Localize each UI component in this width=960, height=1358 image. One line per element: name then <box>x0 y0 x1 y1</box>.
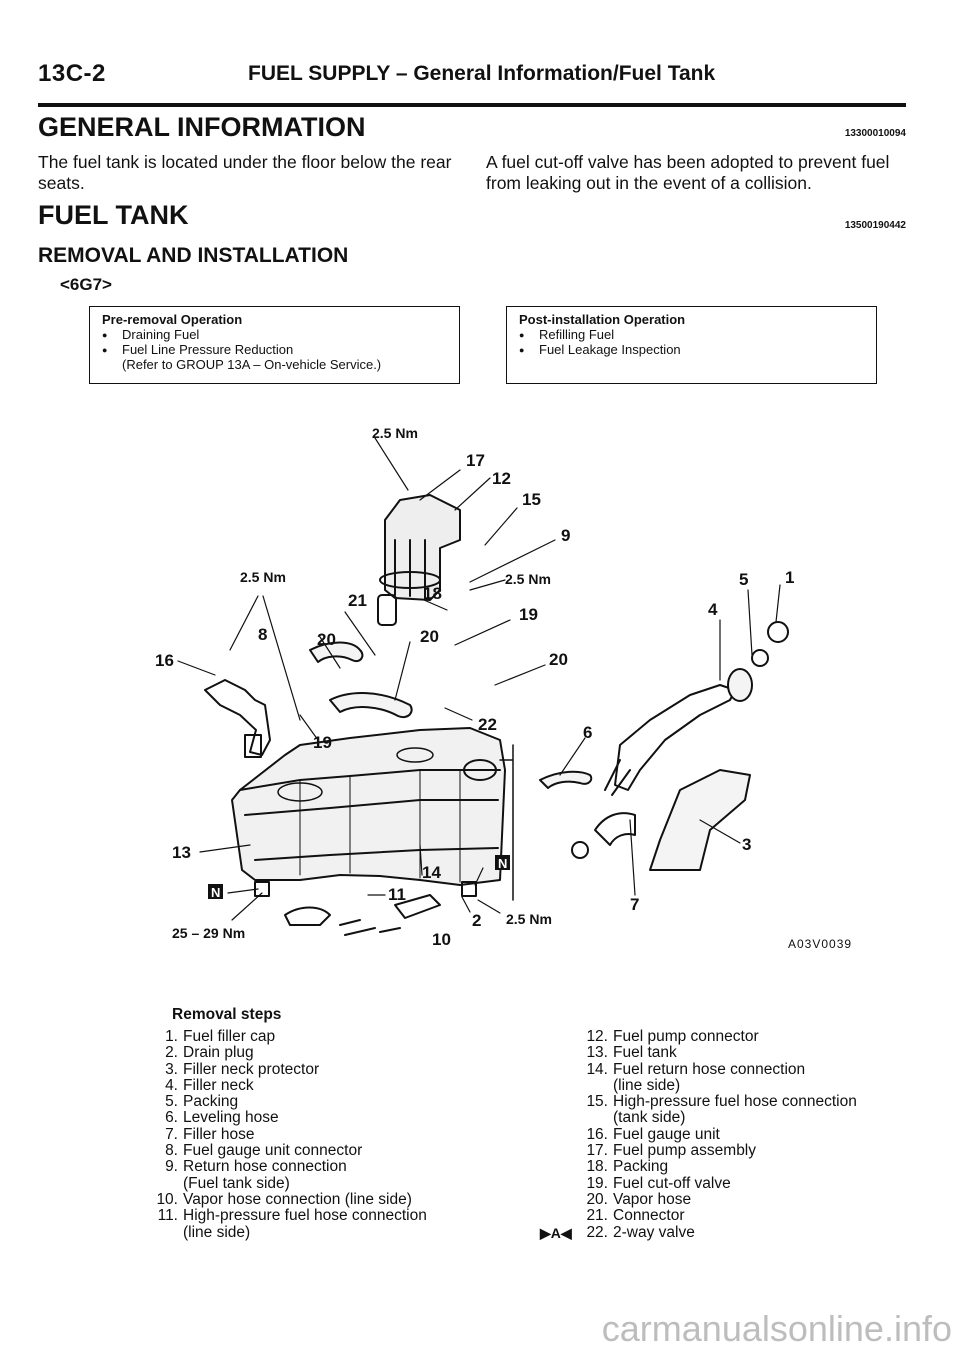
callout-2: 2 <box>472 911 481 930</box>
list-item-sub: (line side) <box>183 1223 251 1241</box>
removal-steps-left: 1.Fuel filler cap 2.Drain plug 3.Filler … <box>150 1028 490 1241</box>
callout-8: 8 <box>258 625 267 644</box>
callout-9: 9 <box>561 526 570 545</box>
general-right-text: A fuel cut-off valve has been adopted to… <box>486 152 890 193</box>
callout-6: 6 <box>583 723 592 742</box>
list-item: 21.Connector <box>586 1207 685 1225</box>
removal-steps-title: Removal steps <box>172 1006 282 1023</box>
callout-19b: 19 <box>313 733 332 752</box>
list-item: 1.Fuel filler cap <box>165 1028 276 1045</box>
callout-14: 14 <box>422 863 441 882</box>
page-title: FUEL SUPPLY – General Information/Fuel T… <box>248 62 716 85</box>
callout-22: 22 <box>478 715 497 734</box>
list-item: 5.Packing <box>165 1093 239 1111</box>
list-item: ▶A◀22.2-way valve <box>540 1223 695 1241</box>
callout-11: 11 <box>388 885 406 904</box>
list-item: 11.High-pressure fuel hose connection <box>157 1207 427 1225</box>
service-point-marker: ▶A◀ <box>540 1224 572 1241</box>
new-part-mark: N <box>211 885 220 900</box>
list-item: 10.Vapor hose connection (line side) <box>156 1190 412 1208</box>
fuel-tank-exploded-diagram: 17 12 15 9 18 19 20 21 8 16 22 6 13 14 1… <box>155 425 852 951</box>
list-item: 12.Fuel pump connector <box>586 1028 759 1045</box>
fuel-tank-body <box>231 727 506 886</box>
removal-installation-heading: REMOVAL AND INSTALLATION <box>38 244 349 267</box>
list-item: 14.Fuel return hose connection <box>586 1060 806 1078</box>
header-rule <box>38 103 906 107</box>
callout-21: 21 <box>348 591 367 610</box>
engine-label: <6G7> <box>60 275 112 294</box>
list-item: 6.Leveling hose <box>165 1109 279 1127</box>
torque-label: 2.5 Nm <box>505 571 551 587</box>
list-item-sub: (Fuel tank side) <box>183 1174 290 1192</box>
new-part-mark: N <box>498 856 507 871</box>
post-installation-item: Fuel Leakage Inspection <box>519 342 868 358</box>
section-code: 13C-2 <box>38 60 106 87</box>
callout-7: 7 <box>630 895 639 914</box>
callout-10: 10 <box>432 930 451 949</box>
fuel-tank-code: 13500190442 <box>844 220 906 231</box>
list-item-sub: (tank side) <box>613 1109 686 1127</box>
torque-labels: 2.5 Nm 2.5 Nm 2.5 Nm 2.5 Nm 25 – 29 Nm <box>172 425 552 941</box>
removal-steps-right: 12.Fuel pump connector 13.Fuel tank 14.F… <box>540 1028 920 1241</box>
watermark: carmanualsonline.info <box>601 1308 952 1349</box>
filler-hose <box>594 812 636 846</box>
callout-20c: 20 <box>420 627 439 646</box>
callout-5: 5 <box>739 570 748 589</box>
callout-16: 16 <box>155 651 174 670</box>
pre-removal-title: Pre-removal Operation <box>102 312 243 327</box>
torque-label: 2.5 Nm <box>372 425 418 441</box>
list-item: 16.Fuel gauge unit <box>586 1125 720 1143</box>
list-item: 2.Drain plug <box>165 1044 254 1062</box>
list-item: 7.Filler hose <box>165 1125 255 1143</box>
callout-13: 13 <box>172 843 191 862</box>
filler-neck <box>614 684 736 791</box>
callout-20: 20 <box>549 650 568 669</box>
fuel-tank-heading: FUEL TANK <box>38 200 189 230</box>
list-item: 19.Fuel cut-off valve <box>586 1174 731 1192</box>
torque-label: 2.5 Nm <box>240 569 286 585</box>
callout-18: 18 <box>423 584 442 603</box>
callout-12: 12 <box>492 469 511 488</box>
list-item: 13.Fuel tank <box>586 1044 677 1062</box>
list-item-sub: (line side) <box>613 1076 681 1094</box>
list-item: 17.Fuel pump assembly <box>586 1142 757 1160</box>
callout-4: 4 <box>708 600 718 619</box>
torque-label: 2.5 Nm <box>506 911 552 927</box>
pre-removal-note: (Refer to GROUP 13A – On-vehicle Service… <box>122 357 382 372</box>
callout-15: 15 <box>522 490 541 509</box>
post-installation-title: Post-installation Operation <box>519 312 686 327</box>
general-heading: GENERAL INFORMATION <box>38 112 366 142</box>
list-item: 9.Return hose connection <box>165 1158 347 1176</box>
callout-17: 17 <box>466 451 485 470</box>
general-code: 13300010094 <box>844 128 906 139</box>
list-item: 15.High-pressure fuel hose connection <box>586 1093 857 1111</box>
new-part-marks: N N <box>208 855 510 900</box>
general-left-text: The fuel tank is located under the floor… <box>38 152 452 193</box>
callout-1: 1 <box>785 568 794 587</box>
pre-removal-item: Fuel Line Pressure Reduction <box>102 342 451 358</box>
callout-labels: 17 12 15 9 18 19 20 21 8 16 22 6 13 14 1… <box>155 451 794 949</box>
callout-19: 19 <box>519 605 538 624</box>
post-installation-item: Refilling Fuel <box>519 327 868 343</box>
post-installation-box: Post-installation Operation Refilling Fu… <box>506 306 877 384</box>
torque-label: 25 – 29 Nm <box>172 925 245 941</box>
list-item: 3.Filler neck protector <box>165 1060 320 1078</box>
figure-code: A03V0039 <box>788 937 852 951</box>
list-item: 4.Filler neck <box>165 1076 254 1094</box>
callout-3: 3 <box>742 835 751 854</box>
list-item: 20.Vapor hose <box>586 1190 692 1208</box>
list-item: 18.Packing <box>586 1158 669 1176</box>
pre-removal-item: Draining Fuel <box>102 327 451 343</box>
pre-removal-box: Pre-removal Operation Draining Fuel Fuel… <box>89 306 460 384</box>
fuel-gauge-unit <box>204 679 271 756</box>
callout-20b: 20 <box>317 630 336 649</box>
list-item: 8.Fuel gauge unit connector <box>165 1142 363 1160</box>
